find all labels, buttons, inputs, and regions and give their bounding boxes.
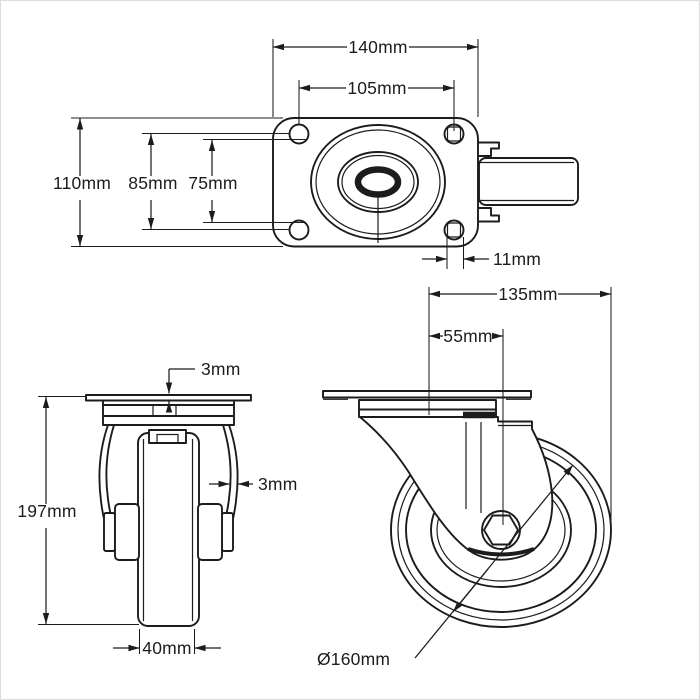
- top-view: 140mm 105mm 110mm 85mm: [53, 37, 579, 269]
- top-view-swivel-bearing: [310, 124, 446, 243]
- kingpin-ring: [354, 166, 402, 198]
- front-view: 3mm 3mm 197mm 40mm: [17, 359, 297, 658]
- side-top-plate: [322, 390, 532, 399]
- dim-plate-width: 140mm: [272, 37, 479, 117]
- dim-hole-spacing-width: 105mm: [298, 78, 455, 131]
- dim-fork-thickness: 3mm: [209, 474, 298, 494]
- dim-plate-depth: 110mm: [53, 117, 283, 248]
- dim-label-overall-height: 197mm: [17, 501, 76, 521]
- dim-wheel-width: 40mm: [113, 629, 221, 658]
- side-view-plate-and-housing: [322, 390, 532, 419]
- axle-hex-bolt: [483, 514, 519, 546]
- dim-bolt-hole-diameter: 11mm: [422, 237, 541, 269]
- front-view-wheel: [137, 429, 200, 627]
- dim-label-inner-spacing: 75mm: [188, 173, 237, 193]
- fork-bottom-fold: [467, 547, 535, 557]
- dim-label-hole-spacing-depth: 85mm: [128, 173, 177, 193]
- dim-label-plate-width: 140mm: [348, 37, 407, 57]
- bolt-hole-bottom-right: [443, 219, 465, 241]
- side-view-axle-hub: [481, 510, 521, 550]
- dim-label-wheel-diameter: Ø160mm: [317, 649, 390, 669]
- fork-tab-top: [478, 141, 500, 157]
- dim-overall-length: 135mm: [428, 284, 612, 521]
- dim-label-overall-length: 135mm: [498, 284, 557, 304]
- dim-inner-spacing: 75mm: [188, 138, 306, 224]
- dim-plate-thickness: 3mm: [165, 359, 241, 413]
- dim-label-plate-depth: 110mm: [53, 173, 111, 193]
- side-view: 135mm 55mm Ø160mm: [317, 284, 612, 669]
- dim-label-plate-thickness: 3mm: [201, 359, 241, 379]
- fork-tab-bottom: [478, 207, 500, 223]
- dim-label-swivel-offset: 55mm: [443, 326, 492, 346]
- top-view-mounting-plate: [272, 117, 479, 248]
- top-view-wheel: [478, 141, 579, 223]
- side-view-fork: [359, 416, 554, 561]
- front-view-hub-guards: [103, 503, 234, 561]
- dim-label-fork-thickness: 3mm: [258, 474, 298, 494]
- dim-swivel-offset: 55mm: [429, 326, 504, 525]
- dim-label-bolt-hole-diameter: 11mm: [493, 249, 541, 269]
- dim-label-wheel-width: 40mm: [142, 638, 191, 658]
- dim-hole-spacing-depth: 85mm: [128, 132, 290, 231]
- dim-overall-height: 197mm: [17, 395, 139, 626]
- dim-wheel-diameter: Ø160mm: [317, 464, 574, 669]
- wheel-top-mount: [148, 429, 187, 444]
- bolt-slot-bottom-right: [446, 222, 462, 238]
- dim-label-hole-spacing-width: 105mm: [347, 78, 406, 98]
